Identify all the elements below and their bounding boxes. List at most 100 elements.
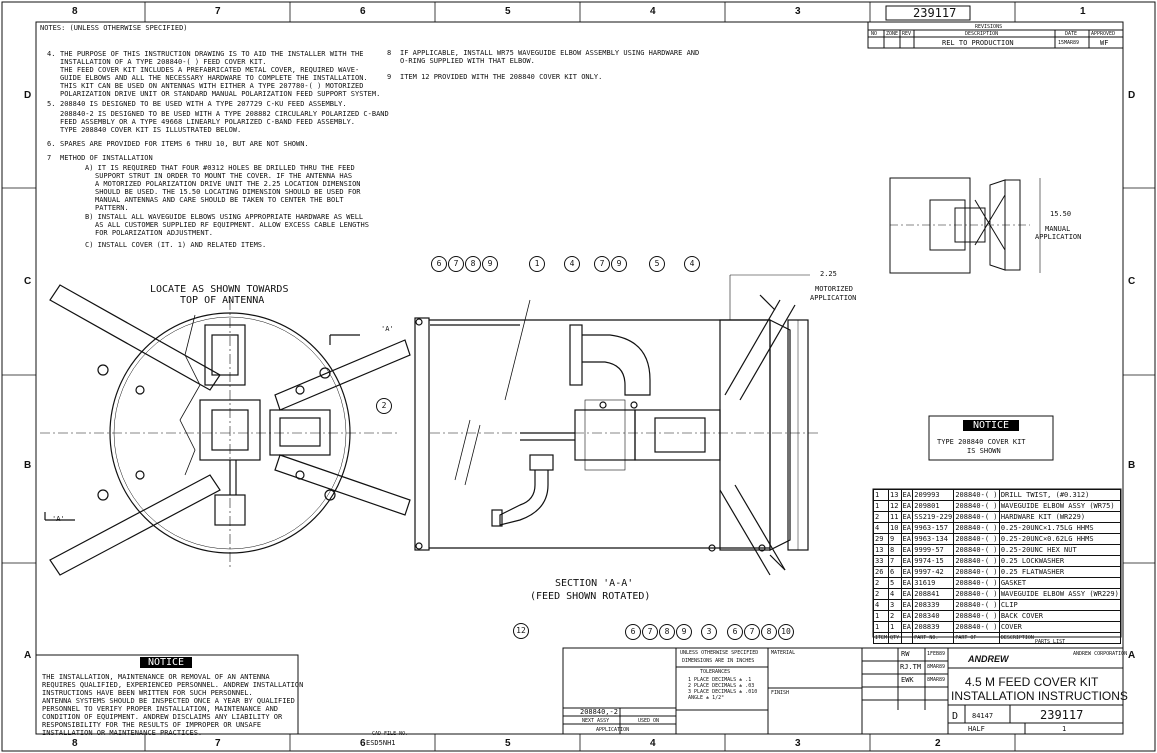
drawn-date-1: 1FEB89	[927, 651, 946, 657]
parts-cell-item: 12	[888, 500, 902, 512]
parts-cell-desc: BACK COVER	[998, 610, 1122, 622]
balloon-item-6-a: 6	[431, 256, 447, 272]
parts-cell-um: EA	[900, 489, 914, 501]
balloon-item-7-b: 7	[594, 256, 610, 272]
note-4-number: 4.	[47, 50, 56, 58]
parts-cell-um: EA	[900, 577, 914, 589]
note-7: METHOD OF INSTALLATION	[60, 154, 153, 162]
parts-cell-item: 10	[888, 522, 902, 534]
zone-top-4: 4	[650, 6, 656, 17]
parts-cell-pn: 9999-57	[912, 544, 955, 556]
parts-cell-desc: 0.25 LOCKWASHER	[998, 555, 1122, 567]
parts-footer-col: ITEM	[872, 632, 890, 644]
balloon-item-10: 10	[778, 624, 794, 640]
locate-label-1: LOCATE AS SHOWN TOWARDS	[150, 284, 289, 295]
rev-row-approved: WF	[1100, 39, 1109, 47]
parts-cell-item: 2	[888, 610, 902, 622]
parts-cell-qty: 33	[872, 555, 890, 567]
parts-cell-pn: 9997-42	[912, 566, 955, 578]
balloon-item-7-a: 7	[448, 256, 464, 272]
application-label: APPLICATION	[596, 727, 630, 733]
parts-cell-partof: 208840-( )	[953, 533, 1000, 545]
dims-label: DIMENSIONS ARE IN INCHES	[682, 658, 755, 664]
balloon-item-8-c: 8	[761, 624, 777, 640]
balloon-item-7-d: 7	[744, 624, 760, 640]
parts-cell-partof: 208840-( )	[953, 566, 1000, 578]
parts-cell-um: EA	[900, 522, 914, 534]
parts-cell-item: 8	[888, 544, 902, 556]
manual-label-1: MANUAL	[1045, 225, 1071, 233]
parts-cell-item: 7	[888, 555, 902, 567]
balloon-item-1: 1	[529, 256, 545, 272]
dim-motorized: 2.25	[820, 270, 837, 278]
motorized-label-1: MOTORIZED	[815, 285, 853, 293]
motorized-label-2: APPLICATION	[810, 294, 857, 302]
balloon-item-4-a: 4	[564, 256, 580, 272]
rev-col-approved: APPROVED	[1091, 31, 1116, 37]
note-7-number: 7	[47, 154, 52, 162]
rev-row-date: 15MAR89	[1058, 40, 1080, 46]
parts-cell-item: 13	[888, 489, 902, 501]
parts-cell-pn: 31619	[912, 577, 955, 589]
parts-cell-desc: DRILL TWIST, (#0.312)	[998, 489, 1122, 501]
drawn-date-2: 8MAR89	[927, 664, 946, 670]
parts-cell-item: 5	[888, 577, 902, 589]
balloon-item-4-b: 4	[684, 256, 700, 272]
rev-col-rev: REV	[902, 31, 912, 37]
dim-manual: 15.50	[1050, 210, 1072, 218]
parts-cell-qty: 26	[872, 566, 890, 578]
drawn-date-3: 8MAR89	[927, 677, 946, 683]
company-name: ANDREW CORPORATION	[1073, 651, 1128, 657]
balloon-item-2: 2	[376, 398, 392, 414]
parts-cell-um: EA	[900, 544, 914, 556]
parts-cell-qty: 4	[872, 599, 890, 611]
parts-cell-qty: 4	[872, 522, 890, 534]
parts-cell-partof: 208840-( )	[953, 599, 1000, 611]
rev-row-desc: REL TO PRODUCTION	[942, 39, 1014, 47]
parts-footer-col	[900, 632, 914, 644]
zone-top-6: 6	[360, 6, 366, 17]
parts-cell-partof: 208840-( )	[953, 577, 1000, 589]
parts-cell-desc: 0.25 FLATWASHER	[998, 566, 1122, 578]
parts-cell-qty: 1	[872, 500, 890, 512]
zone-bottom-3: 3	[795, 738, 801, 749]
drawn-initials-1: RW	[901, 650, 910, 658]
zone-side-d-left: D	[24, 90, 32, 101]
parts-cell-pn: 9963-134	[912, 533, 955, 545]
parts-list-title: PARTS LIST	[1035, 639, 1066, 645]
parts-cell-um: EA	[900, 566, 914, 578]
balloon-item-6-c: 6	[727, 624, 743, 640]
note-8-number: 8	[387, 49, 392, 57]
material-label: MATERIAL	[771, 650, 796, 656]
parts-cell-qty: 1	[872, 621, 890, 633]
section-tag-bottom: 'A'	[52, 515, 65, 523]
zone-bottom-5: 5	[505, 738, 511, 749]
zone-side-c-right: C	[1128, 276, 1136, 287]
zone-top-7: 7	[215, 6, 221, 17]
balloon-item-9-a: 9	[482, 256, 498, 272]
parts-cell-pn: 209993	[912, 489, 955, 501]
tol-1: 1 PLACE DECIMALS ± .1	[688, 677, 752, 683]
sheet-value: 1	[1062, 725, 1067, 733]
tolerances-label: TOLERANCES	[700, 669, 731, 675]
parts-cell-um: EA	[900, 500, 914, 512]
parts-cell-um: EA	[900, 555, 914, 567]
section-label-2: (FEED SHOWN ROTATED)	[530, 591, 651, 602]
section-label-1: SECTION 'A-A'	[555, 578, 634, 589]
balloon-item-9-c: 9	[676, 624, 692, 640]
parts-cell-partof: 208840-( )	[953, 500, 1000, 512]
scale-value: HALF	[968, 725, 985, 733]
drawing-number-top: 239117	[913, 6, 957, 20]
parts-cell-partof: 208840-( )	[953, 522, 1000, 534]
parts-cell-qty: 1	[872, 489, 890, 501]
note-6-number: 6.	[47, 140, 56, 148]
drawn-initials-3: EWK	[901, 676, 914, 684]
zone-bottom-8: 8	[72, 738, 78, 749]
zone-bottom-6: 6	[360, 738, 366, 749]
